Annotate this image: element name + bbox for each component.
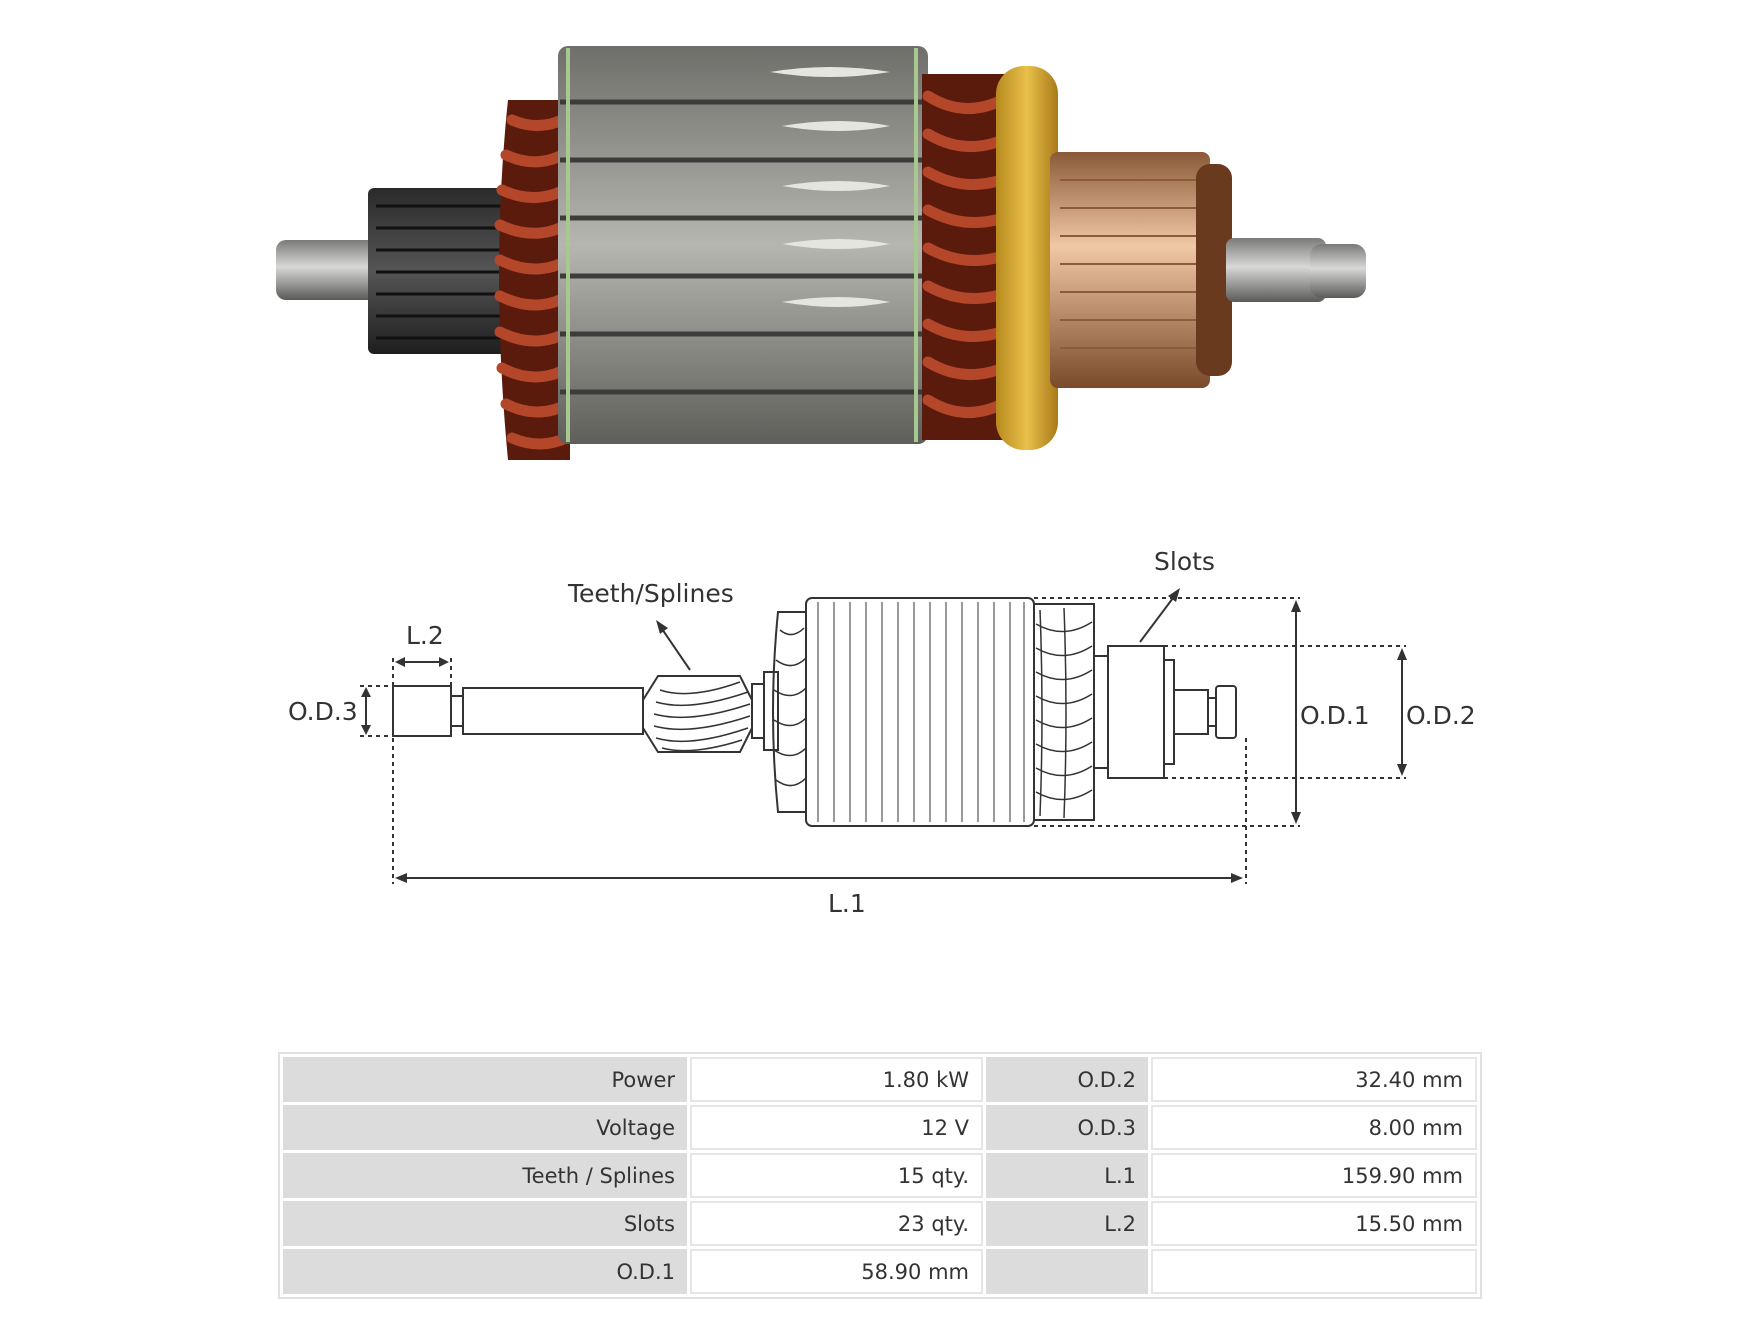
od1-label: O.D.1	[1300, 701, 1370, 730]
table-row: O.D.1 58.90 mm	[283, 1249, 1477, 1294]
spec-value: 15 qty.	[690, 1153, 983, 1198]
teeth-splines-label: Teeth/Splines	[567, 579, 734, 608]
spec-value: 1.80 kW	[690, 1057, 983, 1102]
drawing-commutator	[1107, 645, 1165, 779]
spec-value: 32.40 mm	[1151, 1057, 1477, 1102]
dimension-lines	[365, 593, 1403, 879]
spec-label: Slots	[283, 1201, 687, 1246]
extension-lines	[360, 597, 1406, 884]
table-row: Teeth / Splines 15 qty. L.1 159.90 mm	[283, 1153, 1477, 1198]
rear-shaft-tip	[1215, 685, 1237, 739]
drawing-lamination-stack	[805, 597, 1035, 827]
right-shaft	[1226, 238, 1366, 302]
table-row: Power 1.80 kW O.D.2 32.40 mm	[283, 1057, 1477, 1102]
spec-value: 12 V	[690, 1105, 983, 1150]
spec-label: Voltage	[283, 1105, 687, 1150]
spec-label: Teeth / Splines	[283, 1153, 687, 1198]
insulator-ring	[996, 66, 1058, 450]
shaft-tip	[392, 685, 452, 737]
commutator-end	[1163, 659, 1175, 765]
spec-value: 159.90 mm	[1151, 1153, 1477, 1198]
commutator	[1050, 152, 1232, 388]
rear-windings	[1033, 603, 1095, 821]
spec-label-empty	[986, 1249, 1148, 1294]
front-windings	[772, 611, 807, 813]
spec-value: 23 qty.	[690, 1201, 983, 1246]
rear-shaft-collar	[1207, 697, 1217, 727]
spec-label: O.D.3	[986, 1105, 1148, 1150]
spec-label: L.2	[986, 1201, 1148, 1246]
shaft-collar	[450, 695, 464, 727]
lamination-lines	[817, 602, 1025, 822]
slots-label: Slots	[1154, 547, 1215, 576]
l1-label: L.1	[828, 889, 866, 918]
spec-value: 15.50 mm	[1151, 1201, 1477, 1246]
spec-value: 8.00 mm	[1151, 1105, 1477, 1150]
lamination-stack	[558, 46, 928, 444]
table-row: Slots 23 qty. L.2 15.50 mm	[283, 1201, 1477, 1246]
left-shaft	[276, 240, 386, 300]
hub-ring	[751, 683, 765, 739]
spec-table: Power 1.80 kW O.D.2 32.40 mm Voltage 12 …	[278, 1052, 1482, 1299]
rear-shaft	[1173, 689, 1209, 735]
od2-label: O.D.2	[1406, 701, 1476, 730]
rear-winding-weave	[1035, 607, 1093, 819]
spec-label: L.1	[986, 1153, 1148, 1198]
l2-label: L.2	[406, 621, 444, 650]
spec-label: Power	[283, 1057, 687, 1102]
table-row: Voltage 12 V O.D.3 8.00 mm	[283, 1105, 1477, 1150]
pinion-gear	[368, 188, 510, 354]
armature-photo	[276, 46, 1366, 460]
long-shaft	[462, 687, 644, 735]
hub-washer	[763, 671, 779, 751]
pinion-splines	[653, 681, 751, 752]
spec-value: 58.90 mm	[690, 1249, 983, 1294]
spec-label: O.D.2	[986, 1057, 1148, 1102]
arrowheads	[361, 588, 1407, 883]
spec-value-empty	[1151, 1249, 1477, 1294]
front-winding-loops	[773, 627, 807, 787]
armature-dimension-drawing: Teeth/Splines Slots L.2 O.D.3 O.D.1 O.D.…	[288, 547, 1476, 918]
spec-label: O.D.1	[283, 1249, 687, 1294]
commutator-riser	[1093, 655, 1109, 769]
od3-label: O.D.3	[288, 697, 358, 726]
